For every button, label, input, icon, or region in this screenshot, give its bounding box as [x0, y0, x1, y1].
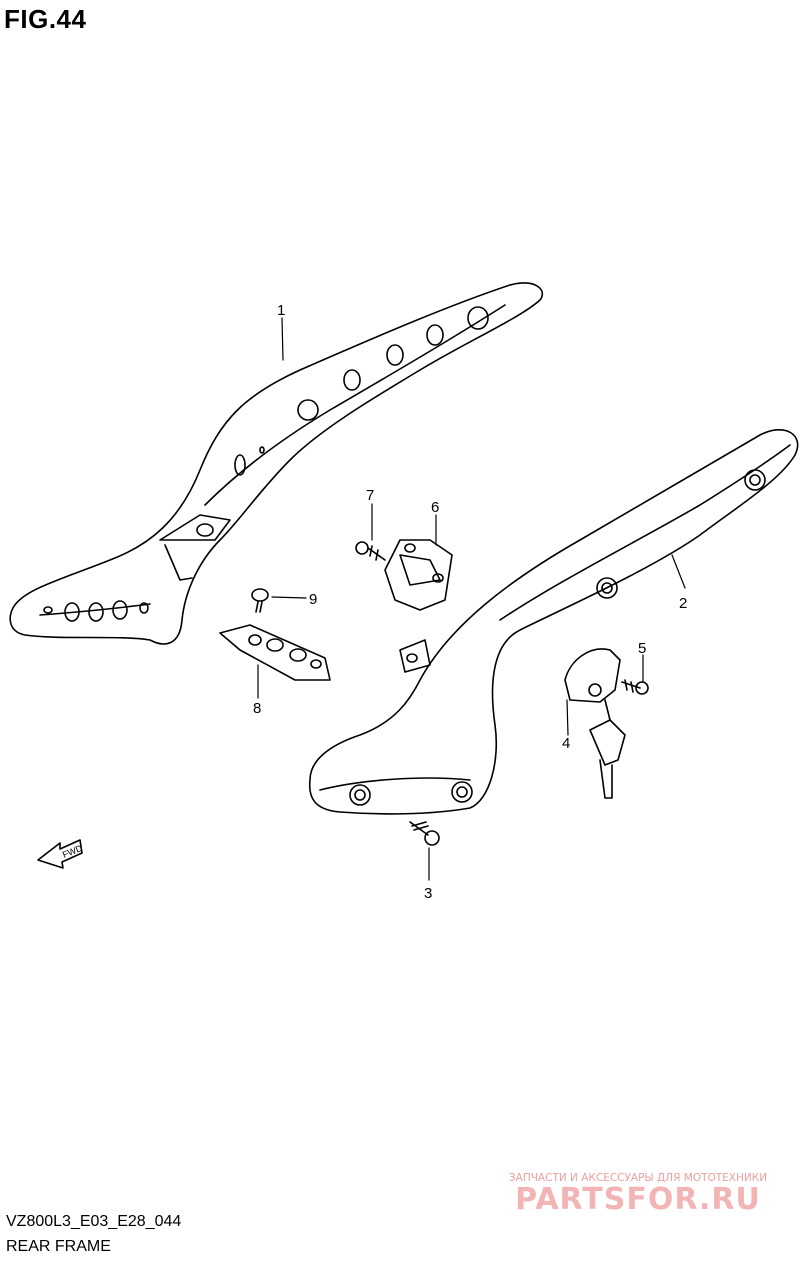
spacer-plate-part-8 [219, 624, 331, 681]
callout-6: 6 [431, 499, 439, 516]
bolt-part-7 [355, 541, 386, 561]
watermark-brand: PARTSFOR.RU [515, 1182, 761, 1217]
figure-label: FIG.44 [4, 4, 87, 34]
rear-frame-right [308, 429, 799, 815]
callout-3: 3 [424, 885, 432, 902]
callout-9: 9 [309, 591, 317, 608]
lock-bracket-part-4 [564, 648, 626, 799]
diagram-name: REAR FRAME [6, 1238, 111, 1255]
watermark: ЗАПЧАСТИ И АКСЕССУАРЫ ДЛЯ МОТОТЕХНИКИ PA… [488, 1172, 788, 1217]
forward-arrow-icon [37, 839, 83, 869]
callout-1: 1 [277, 302, 285, 319]
screw-part-9 [251, 588, 269, 613]
diagram-code: VZ800L3_E03_E28_044 [6, 1213, 182, 1230]
bolt-part-3 [409, 821, 440, 846]
watermark-tagline: ЗАПЧАСТИ И АКСЕССУАРЫ ДЛЯ МОТОТЕХНИКИ [508, 1172, 768, 1184]
callout-2: 2 [679, 595, 687, 612]
callout-8: 8 [253, 700, 261, 717]
callout-4: 4 [562, 735, 570, 752]
screw-part-5 [621, 679, 649, 695]
callout-5: 5 [638, 640, 646, 657]
rear-frame-left [9, 282, 544, 645]
callout-7: 7 [366, 487, 374, 504]
hinge-bracket-part-6 [384, 539, 453, 611]
